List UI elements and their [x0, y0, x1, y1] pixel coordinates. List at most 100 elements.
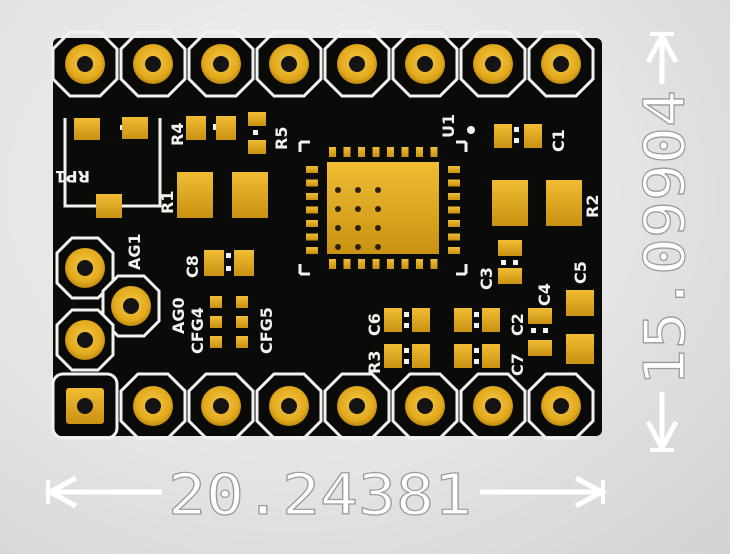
header-pin	[187, 372, 255, 440]
thermal-via	[375, 206, 381, 212]
bottom-pin-header	[51, 372, 595, 440]
thermal-via	[355, 187, 361, 193]
header-pin	[51, 30, 119, 98]
label-cfg5: CFG5	[257, 307, 276, 354]
u1-pin-pad	[448, 193, 460, 200]
u1-pin-pad	[430, 147, 438, 157]
thermal-via	[335, 206, 341, 212]
u1-pin-pad	[372, 147, 380, 157]
label-ag1: AG1	[125, 233, 144, 270]
u1-pin-pad	[306, 233, 318, 241]
r2-footprint	[492, 180, 582, 226]
u1-pin-pad	[401, 259, 409, 269]
ag-pin-group	[55, 236, 161, 372]
thermal-via	[335, 187, 341, 193]
r3-footprint	[384, 344, 430, 368]
header-pin	[391, 372, 459, 440]
header-pin	[119, 372, 187, 440]
label-c8: C8	[183, 255, 202, 278]
u1-pin-pad	[448, 233, 460, 241]
label-ag0: AG0	[169, 297, 188, 334]
u1-pin-pad	[306, 179, 318, 187]
ag1-pin	[55, 236, 115, 300]
c4-footprint	[528, 308, 552, 356]
r4-footprint	[186, 116, 236, 140]
thermal-via	[375, 225, 381, 231]
thermal-via	[335, 225, 341, 231]
thermal-via	[375, 244, 381, 250]
u1-pin-pad	[306, 166, 318, 173]
header-pin	[459, 30, 527, 98]
width-dimension: 20.24381	[44, 462, 608, 529]
u1-pin-pad	[358, 147, 365, 157]
rp1-footprint	[63, 117, 162, 218]
u1-chip	[298, 126, 475, 276]
c7-footprint	[454, 344, 500, 368]
header-pin	[255, 372, 323, 440]
r1-footprint	[177, 172, 268, 218]
header-pin	[187, 30, 255, 98]
c1-footprint	[494, 124, 542, 148]
c2-footprint	[454, 308, 500, 332]
label-c1: C1	[549, 129, 568, 152]
cfg5-pads	[236, 296, 248, 348]
label-c4: C4	[535, 283, 554, 306]
u1-pin-pad	[387, 259, 394, 269]
u1-pin-pad	[448, 247, 460, 254]
header-pin	[459, 372, 527, 440]
u1-pin-pad	[343, 147, 351, 157]
r5-footprint	[248, 112, 266, 154]
label-c6: C6	[365, 313, 384, 336]
top-pin-header	[51, 30, 595, 98]
thermal-via	[335, 244, 341, 250]
header-pin	[527, 30, 595, 98]
width-dimension-label: 20.24381	[168, 463, 472, 528]
height-dimension: 15.09904	[632, 30, 699, 454]
thermal-via	[355, 244, 361, 250]
cfg4-pads	[210, 296, 222, 348]
u1-pin-pad	[329, 259, 336, 269]
label-r2: R2	[583, 195, 602, 218]
label-c7: C7	[508, 353, 527, 376]
label-r4: R4	[168, 123, 187, 146]
u1-pin-pad	[387, 147, 394, 157]
u1-pin-pad	[306, 193, 318, 200]
u1-pin-pad	[448, 166, 460, 173]
thermal-via	[375, 187, 381, 193]
label-r5: R5	[272, 127, 291, 150]
u1-pin-pad	[329, 147, 336, 157]
u1-pin-pad	[306, 206, 318, 214]
thermal-via	[355, 225, 361, 231]
u1-pin-pad	[430, 259, 438, 269]
header-pin	[527, 372, 595, 440]
height-dimension-label: 15.09904	[633, 90, 698, 386]
u1-pin-pad	[401, 147, 409, 157]
u1-pin-pad	[343, 259, 351, 269]
c6-footprint	[384, 308, 430, 332]
u1-pin-pad	[306, 247, 318, 254]
label-cfg4: CFG4	[188, 307, 207, 354]
header-pin	[391, 30, 459, 98]
u1-pin-pad	[306, 220, 318, 227]
label-c3: C3	[477, 267, 496, 290]
header-pin	[323, 372, 391, 440]
u1-pin-pad	[416, 147, 423, 157]
ag0-pin	[101, 274, 161, 338]
label-r1: R1	[158, 191, 177, 214]
u1-pin-pad	[448, 179, 460, 187]
header-pin	[119, 30, 187, 98]
u1-pin-pad	[448, 220, 460, 227]
label-u1: U1	[439, 114, 458, 138]
label-r3: R3	[365, 351, 384, 374]
header-pin	[323, 30, 391, 98]
c3-footprint	[498, 240, 522, 284]
ag2-pin	[55, 308, 115, 372]
label-rp1: RP1	[55, 167, 90, 186]
thermal-via	[355, 206, 361, 212]
label-c2: C2	[508, 313, 527, 336]
u1-pin-pad	[448, 206, 460, 214]
u1-pin-pad	[416, 259, 423, 269]
c8-footprint	[204, 250, 254, 276]
u1-pin-pad	[358, 259, 365, 269]
